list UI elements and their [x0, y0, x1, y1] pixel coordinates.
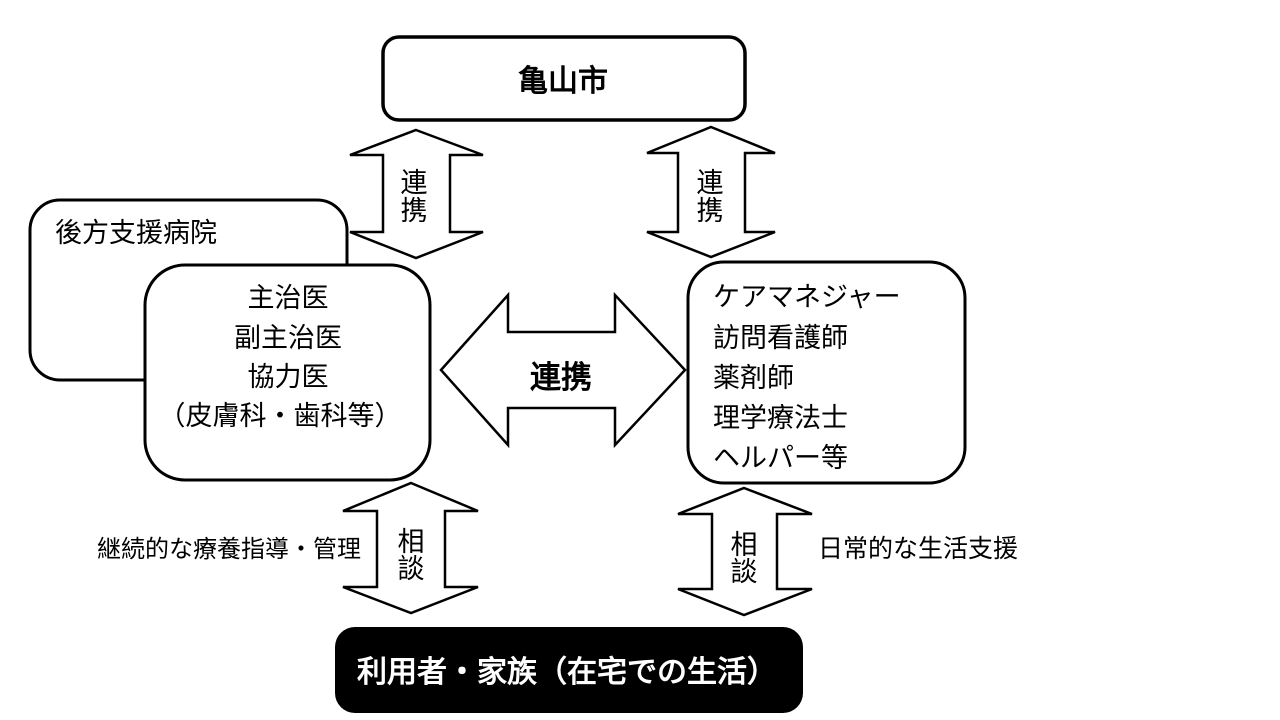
care-team-line: 薬剤師 — [713, 363, 794, 393]
cooperation-center-label: 連携 — [530, 360, 592, 395]
backup-hospital-label: 後方支援病院 — [55, 218, 217, 248]
cooperation-vertical-label-char: 連 — [401, 168, 428, 198]
daily-support-note: 日常的な生活支援 — [818, 535, 1018, 563]
up-down-arrow-shape — [349, 128, 484, 260]
doctor-box-shape — [143, 263, 432, 482]
kameyama-city-label: 亀山市 — [518, 64, 608, 98]
cooperation-arrow-top-left: 連 携 — [349, 128, 484, 260]
doctor-box-line: 協力医 — [248, 362, 329, 392]
kameyama-city-box: 亀山市 — [381, 35, 747, 122]
care-team-line: ケアマネジャー — [713, 282, 901, 312]
cooperation-vertical-label-char: 携 — [401, 196, 428, 226]
left-right-arrow-shape — [439, 291, 687, 449]
cooperation-vertical-label-char: 携 — [697, 196, 724, 226]
care-team-line: 理学療法士 — [713, 403, 848, 433]
cooperation-vertical-label-char: 連 — [697, 168, 724, 198]
doctor-box: 主治医 副主治医 協力医 （皮膚科・歯科等） — [143, 263, 432, 482]
cooperation-arrow-center: 連携 — [439, 291, 687, 449]
consultation-arrow-bottom-left: 相 談 — [342, 481, 479, 615]
up-down-arrow-shape — [677, 486, 813, 617]
consultation-vertical-label-char: 相 — [731, 530, 758, 560]
doctor-box-line: 副主治医 — [234, 323, 342, 353]
care-team-line: 訪問看護師 — [713, 323, 848, 353]
consultation-vertical-label-char: 相 — [398, 527, 425, 557]
care-team-box: ケアマネジャー 訪問看護師 薬剤師 理学療法士 ヘルパー等 — [686, 260, 967, 485]
care-team-box-shape — [686, 260, 967, 485]
up-down-arrow-shape — [342, 481, 479, 615]
up-down-arrow-shape — [646, 125, 776, 259]
continuous-care-note: 継続的な療養指導・管理 — [97, 536, 361, 563]
user-family-box-shape — [335, 627, 803, 713]
consultation-arrow-bottom-right: 相 談 — [677, 486, 813, 617]
doctor-box-line: （皮膚科・歯科等） — [159, 401, 402, 431]
care-team-line: ヘルパー等 — [713, 443, 848, 473]
kameyama-city-box-shape — [381, 35, 747, 122]
consultation-vertical-label-char: 談 — [731, 557, 758, 587]
user-family-box: 利用者・家族（在宅での生活） — [335, 627, 803, 713]
cooperation-arrow-top-right: 連 携 — [646, 125, 776, 259]
consultation-vertical-label-char: 談 — [398, 554, 425, 584]
doctor-box-line: 主治医 — [248, 283, 329, 313]
user-family-label: 利用者・家族（在宅での生活） — [357, 655, 777, 689]
